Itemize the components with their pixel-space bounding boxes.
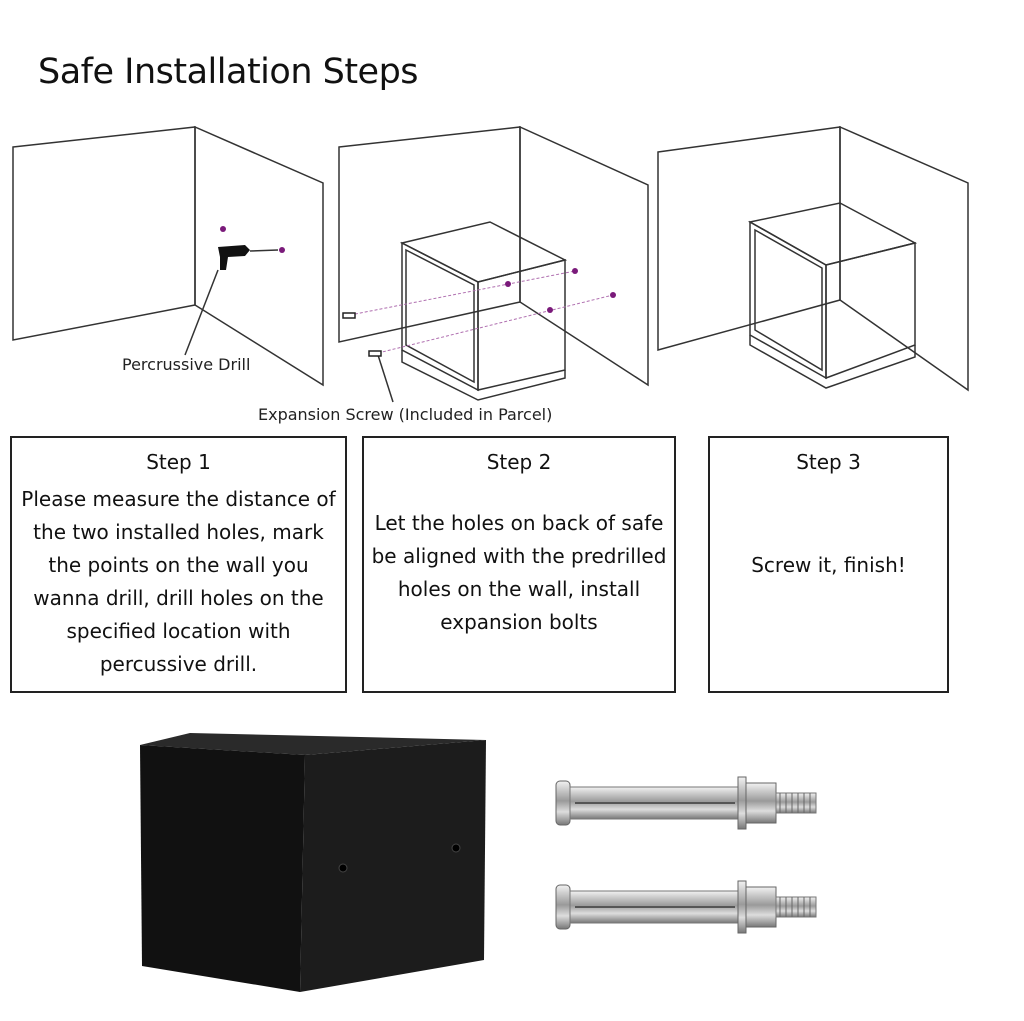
step-heading: Step 3 bbox=[796, 450, 861, 474]
alignment-lines bbox=[349, 270, 614, 354]
step-3-box: Step 3 Screw it, finish! bbox=[708, 436, 949, 693]
safe-product-image bbox=[140, 733, 486, 992]
drill-label: Percrussive Drill bbox=[122, 355, 250, 374]
wall-corner-2 bbox=[338, 125, 649, 387]
screw-label: Expansion Screw (Included in Parcel) bbox=[258, 405, 552, 424]
page-title: Safe Installation Steps bbox=[38, 52, 419, 92]
drill-markers bbox=[220, 226, 285, 253]
hole-markers bbox=[505, 268, 616, 313]
step-2-box: Step 2 Let the holes on back of safe be … bbox=[362, 436, 676, 693]
expansion-screw-icon bbox=[342, 312, 382, 357]
step-heading: Step 2 bbox=[486, 450, 552, 474]
expansion-bolt bbox=[555, 776, 817, 830]
step-description: Screw it, finish! bbox=[751, 553, 906, 577]
drill-icon bbox=[218, 245, 279, 270]
expansion-bolt bbox=[555, 880, 817, 934]
safe-outline-step3 bbox=[747, 202, 918, 389]
wall-corner-3 bbox=[657, 125, 969, 392]
wall-corner-1 bbox=[12, 125, 324, 387]
step-heading: Step 1 bbox=[146, 450, 211, 474]
step-description: Please measure the distance of the two i… bbox=[21, 487, 336, 676]
step-description: Let the holes on back of safe be aligned… bbox=[371, 511, 667, 634]
safe-outline-step2 bbox=[399, 221, 568, 401]
step-1-box: Step 1 Please measure the distance of th… bbox=[10, 436, 347, 693]
